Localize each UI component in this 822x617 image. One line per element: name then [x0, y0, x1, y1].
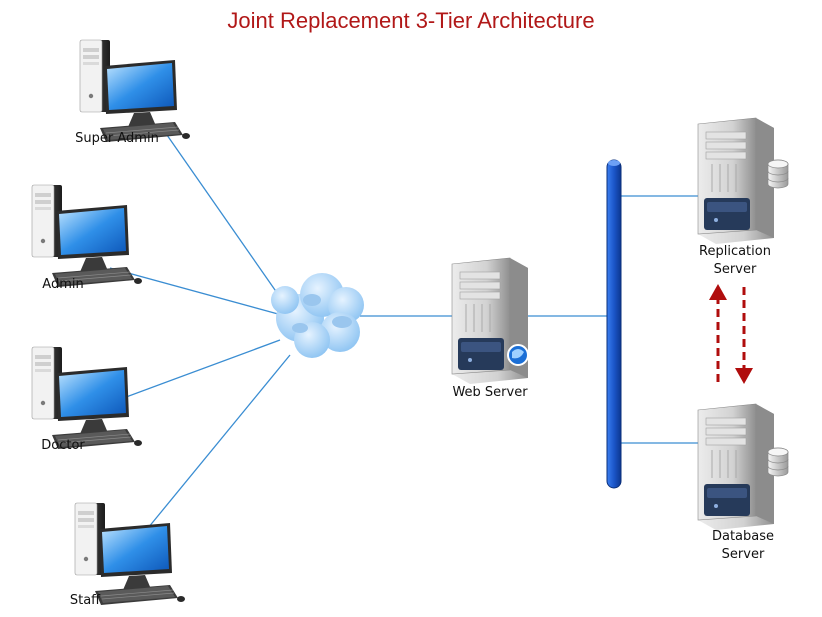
arrow-down-head [735, 368, 753, 384]
web-server-icon[interactable] [451, 257, 529, 385]
link-super-admin [159, 124, 283, 301]
dashed-arrows-icon [709, 284, 753, 384]
client-label-super-admin: Super Admin [75, 131, 159, 146]
doctor-computer-icon[interactable] [31, 346, 143, 450]
admin-computer-icon[interactable] [31, 184, 143, 288]
client-label-doctor: Doctor [41, 438, 85, 453]
link-doctor [117, 339, 281, 401]
diagram-title: Joint Replacement 3-Tier Architecture [227, 8, 595, 33]
staff-computer-icon[interactable] [74, 502, 186, 606]
link-admin [109, 267, 279, 315]
cloud-icon [271, 273, 364, 358]
replication-server-label: Replication Server [699, 244, 771, 277]
network-bus-icon [606, 159, 622, 489]
arrow-up-head [709, 284, 727, 300]
web-server-label: Web Server [452, 385, 528, 400]
link-staff [147, 354, 291, 529]
super-admin-computer-icon[interactable] [79, 39, 191, 143]
database-server-label: Database Server [711, 529, 775, 562]
database-server-icon[interactable] [697, 403, 789, 531]
client-label-staff: Staff [69, 593, 101, 608]
client-label-admin: Admin [42, 277, 84, 292]
client-links [109, 124, 700, 529]
replication-server-icon[interactable] [697, 117, 789, 245]
